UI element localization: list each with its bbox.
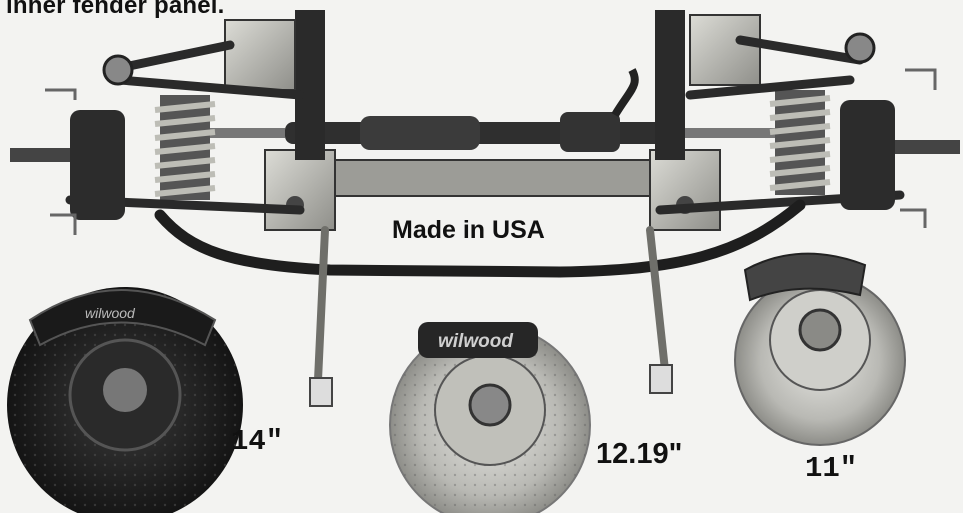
steering-rack bbox=[190, 68, 780, 152]
made-in-usa-label: Made in USA bbox=[392, 216, 545, 244]
caliper-logo-12: wilwood bbox=[438, 331, 513, 352]
rotor-size-label-12: 12.19" bbox=[596, 438, 683, 470]
coilover-left bbox=[154, 95, 216, 200]
spindle-left bbox=[10, 54, 134, 235]
spindle-right bbox=[840, 32, 960, 228]
rotor-14: wilwood bbox=[7, 287, 243, 513]
sway-bar bbox=[154, 199, 806, 278]
shock-towers bbox=[224, 10, 761, 160]
tie-rods bbox=[314, 226, 669, 384]
coilover-right bbox=[769, 90, 831, 195]
rotor-size-label-11: 11" bbox=[805, 452, 858, 485]
rotor-12: wilwood bbox=[389, 322, 591, 513]
rotor-11 bbox=[734, 252, 906, 446]
caliper-logo-14: wilwood bbox=[85, 305, 136, 321]
caption-text: inner fender panel. bbox=[6, 0, 225, 19]
rotor-size-label-14: 14" bbox=[231, 425, 284, 458]
